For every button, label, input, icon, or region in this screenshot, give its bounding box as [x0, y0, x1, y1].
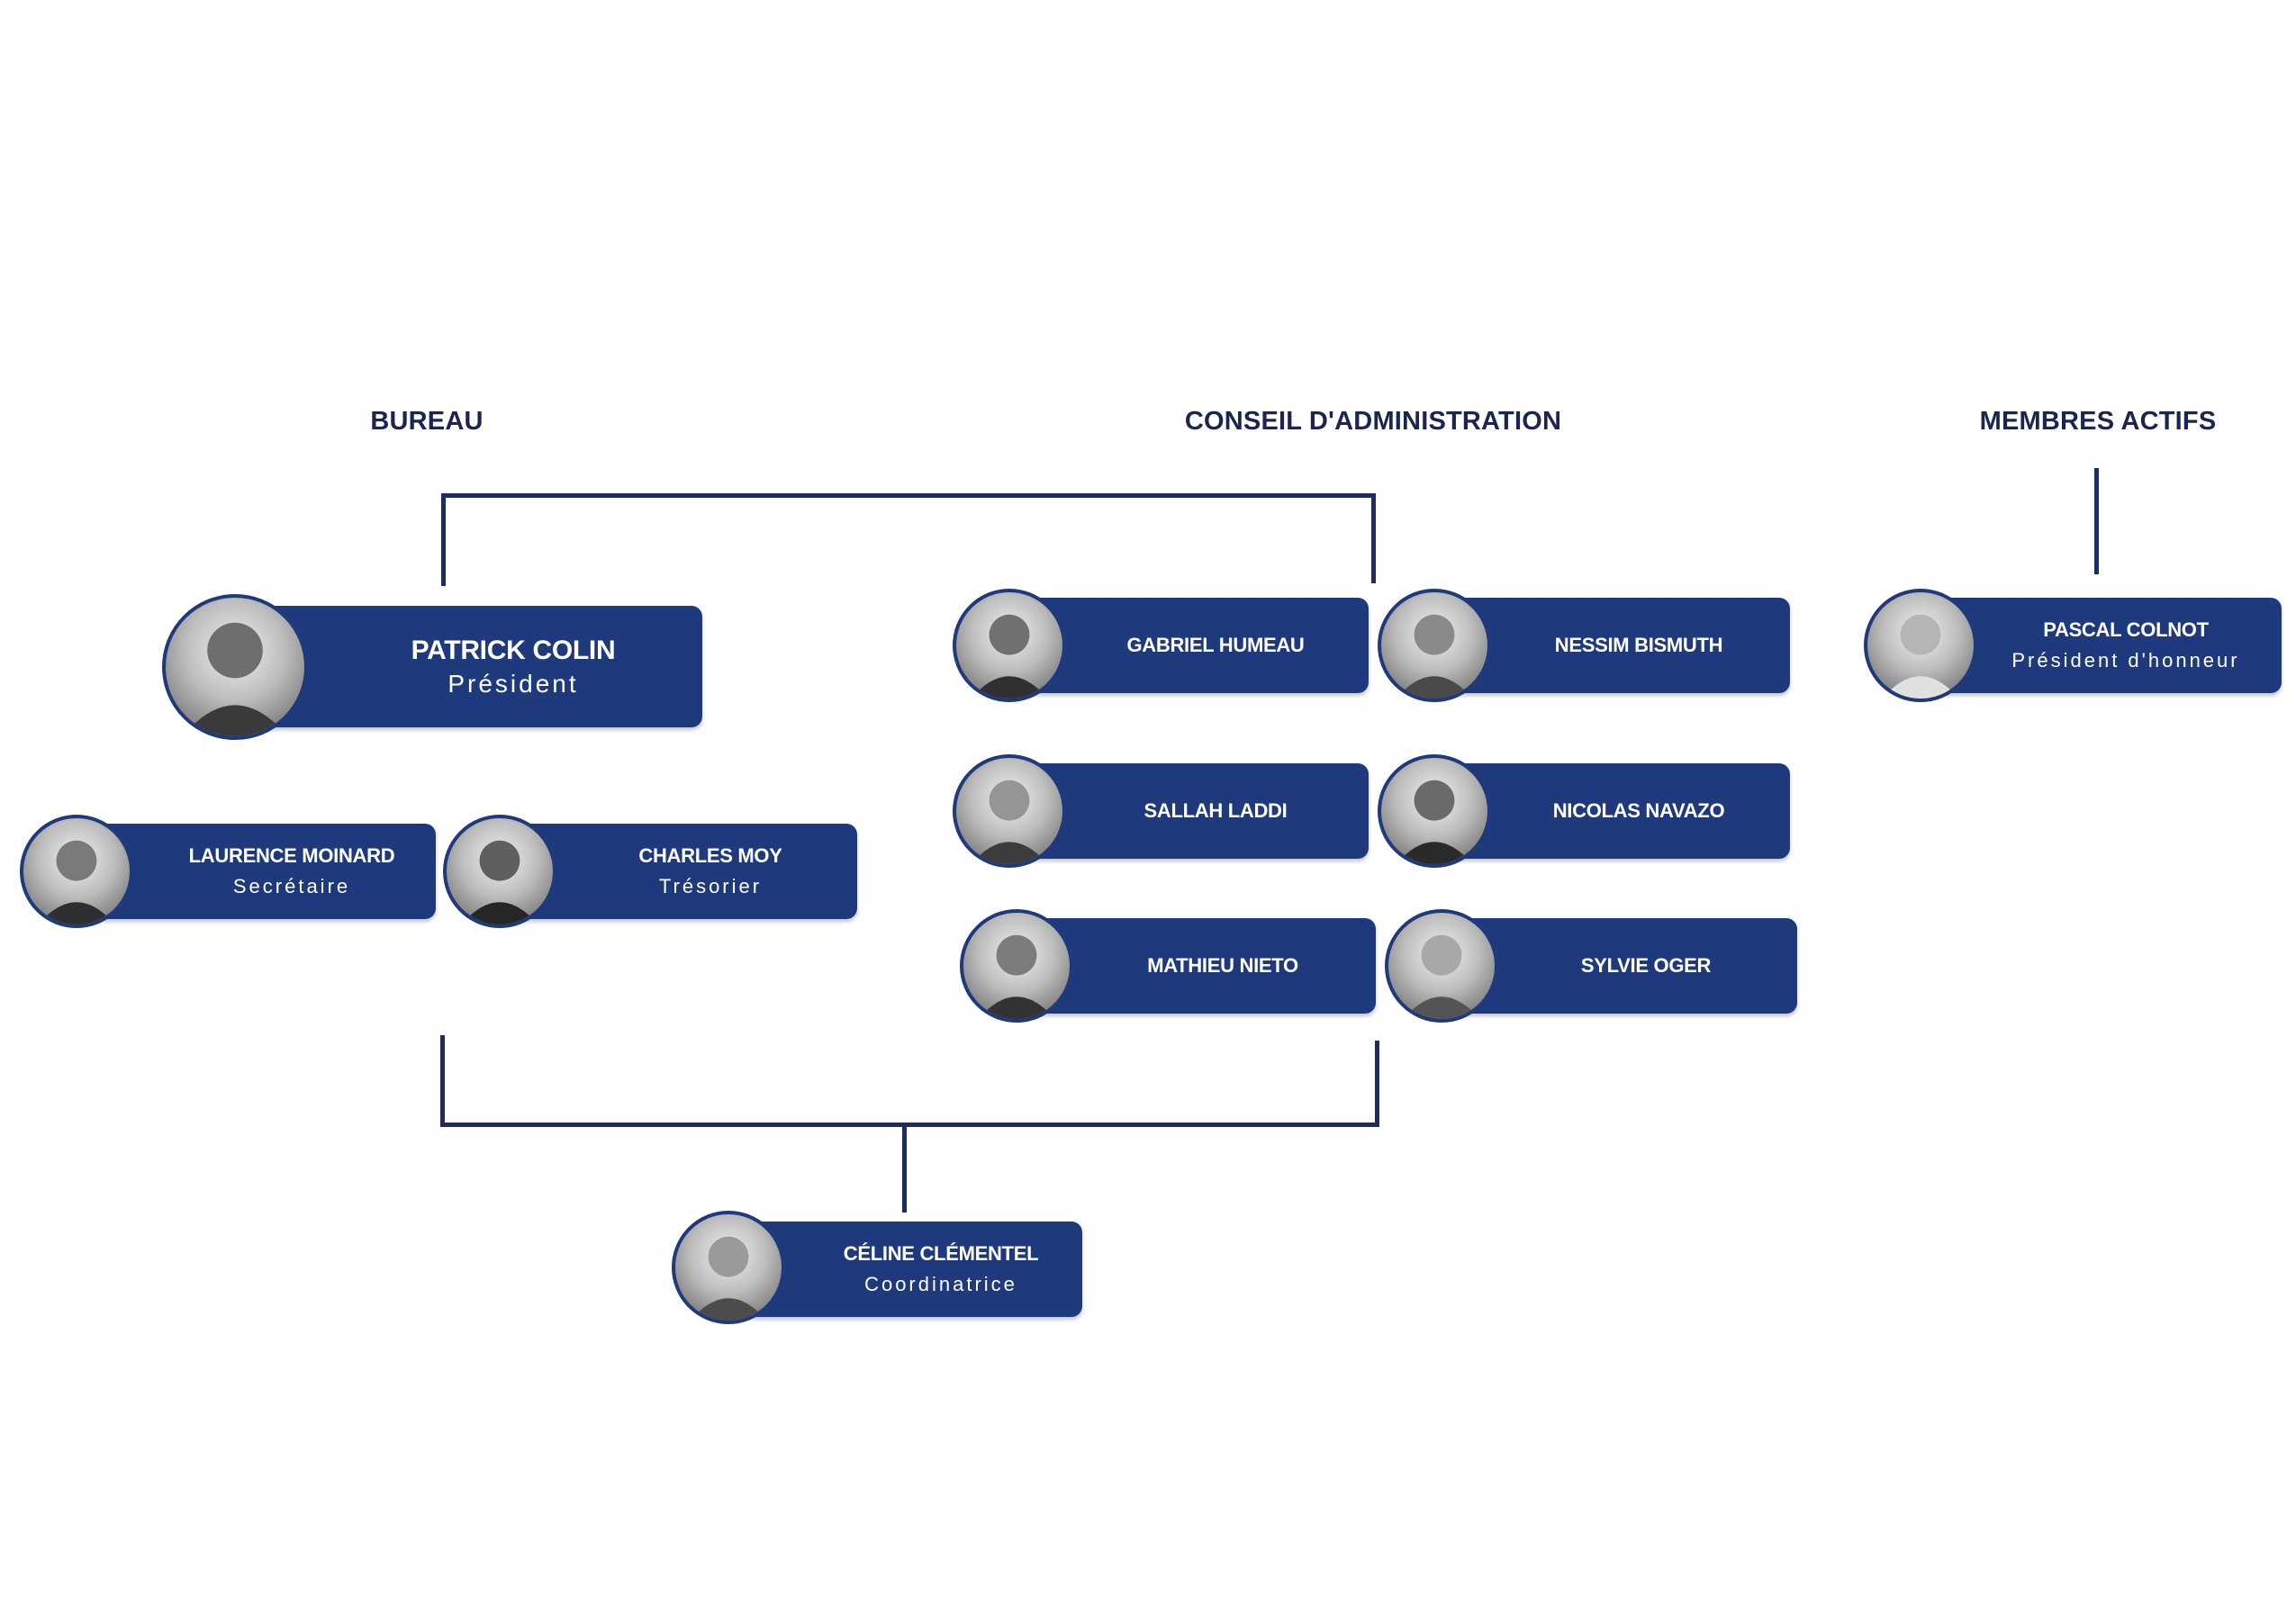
person-role: Coordinatrice — [864, 1273, 1017, 1295]
portrait-photo — [953, 589, 1066, 702]
person-role: Secrétaire — [232, 875, 351, 897]
card-text: MATHIEU NIETO — [1070, 918, 1376, 1014]
card-text: CÉLINE CLÉMENTEL Coordinatrice — [800, 1222, 1082, 1317]
card-text: NESSIM BISMUTH — [1487, 598, 1790, 693]
card-bar — [1459, 918, 1797, 1014]
card-bar — [1026, 763, 1369, 859]
card-text: GABRIEL HUMEAU — [1062, 598, 1369, 693]
connector-membres-vertical — [2094, 468, 2099, 574]
person-role: Président — [447, 669, 579, 698]
person-card-charles-moy: CHARLES MOY Trésorier — [443, 815, 857, 928]
person-name: CHARLES MOY — [638, 844, 782, 867]
heading-membres-actifs: MEMBRES ACTIFS — [1979, 407, 2217, 436]
card-bar — [1451, 763, 1790, 859]
card-text: PATRICK COLIN Président — [324, 606, 702, 727]
person-card-gabriel-humeau: GABRIEL HUMEAU — [953, 589, 1369, 702]
connector-bottom-center-vertical — [902, 1123, 907, 1213]
card-bar — [1451, 598, 1790, 693]
card-text: SALLAH LADDI — [1062, 763, 1369, 859]
card-text: PASCAL COLNOT Président d'honneur — [1970, 598, 2282, 693]
card-text: LAURENCE MOINARD Secrétaire — [148, 824, 436, 919]
person-card-laurence-moinard: LAURENCE MOINARD Secrétaire — [20, 815, 436, 928]
person-card-mathieu-nieto: MATHIEU NIETO — [960, 909, 1376, 1023]
person-name: PASCAL COLNOT — [2043, 618, 2209, 641]
card-bar — [1034, 918, 1376, 1014]
person-card-patrick-colin: PATRICK COLIN Président — [162, 594, 702, 740]
heading-conseil-administration: CONSEIL D'ADMINISTRATION — [1184, 407, 1562, 436]
card-text: NICOLAS NAVAZO — [1487, 763, 1790, 859]
portrait-photo — [1378, 589, 1491, 702]
connector-top-left-vertical — [441, 493, 446, 586]
card-text: SYLVIE OGER — [1495, 918, 1797, 1014]
portrait-photo — [1385, 909, 1498, 1023]
person-name: NICOLAS NAVAZO — [1552, 799, 1725, 822]
person-name: NESSIM BISMUTH — [1554, 634, 1723, 656]
connector-top-horizontal — [441, 493, 1376, 498]
portrait-photo — [20, 815, 133, 928]
person-card-nicolas-navazo: NICOLAS NAVAZO — [1378, 754, 1790, 868]
person-name: SALLAH LADDI — [1143, 799, 1288, 822]
portrait-photo — [443, 815, 556, 928]
person-role: Trésorier — [658, 875, 763, 897]
portrait-photo — [960, 909, 1073, 1023]
heading-bureau: BUREAU — [370, 407, 484, 436]
person-card-sallah-laddi: SALLAH LADDI — [953, 754, 1369, 868]
connector-top-right-vertical — [1371, 493, 1376, 583]
person-name: GABRIEL HUMEAU — [1126, 634, 1305, 656]
person-name: CÉLINE CLÉMENTEL — [843, 1242, 1039, 1265]
person-card-sylvie-oger: SYLVIE OGER — [1385, 909, 1797, 1023]
person-name: LAURENCE MOINARD — [188, 844, 395, 867]
card-text: CHARLES MOY Trésorier — [564, 824, 857, 919]
person-name: SYLVIE OGER — [1580, 954, 1712, 977]
card-bar — [1938, 598, 2282, 693]
person-card-celine-clementel: CÉLINE CLÉMENTEL Coordinatrice — [672, 1211, 1082, 1324]
connector-bottom-left-vertical — [440, 1035, 445, 1127]
card-bar — [1026, 598, 1369, 693]
portrait-photo — [162, 594, 308, 740]
card-bar — [515, 824, 857, 919]
portrait-photo — [1378, 754, 1491, 868]
person-card-nessim-bismuth: NESSIM BISMUTH — [1378, 589, 1790, 702]
card-bar — [243, 606, 702, 727]
person-role: Président d'honneur — [2011, 649, 2240, 672]
connector-bottom-horizontal — [440, 1123, 1379, 1127]
connector-bottom-right-vertical — [1375, 1041, 1379, 1127]
person-card-pascal-colnot: PASCAL COLNOT Président d'honneur — [1864, 589, 2282, 702]
person-name: PATRICK COLIN — [411, 635, 616, 665]
card-bar — [746, 1222, 1082, 1317]
portrait-photo — [672, 1211, 785, 1324]
person-name: MATHIEU NIETO — [1147, 954, 1298, 977]
card-bar — [92, 824, 436, 919]
portrait-photo — [953, 754, 1066, 868]
portrait-photo — [1864, 589, 1977, 702]
